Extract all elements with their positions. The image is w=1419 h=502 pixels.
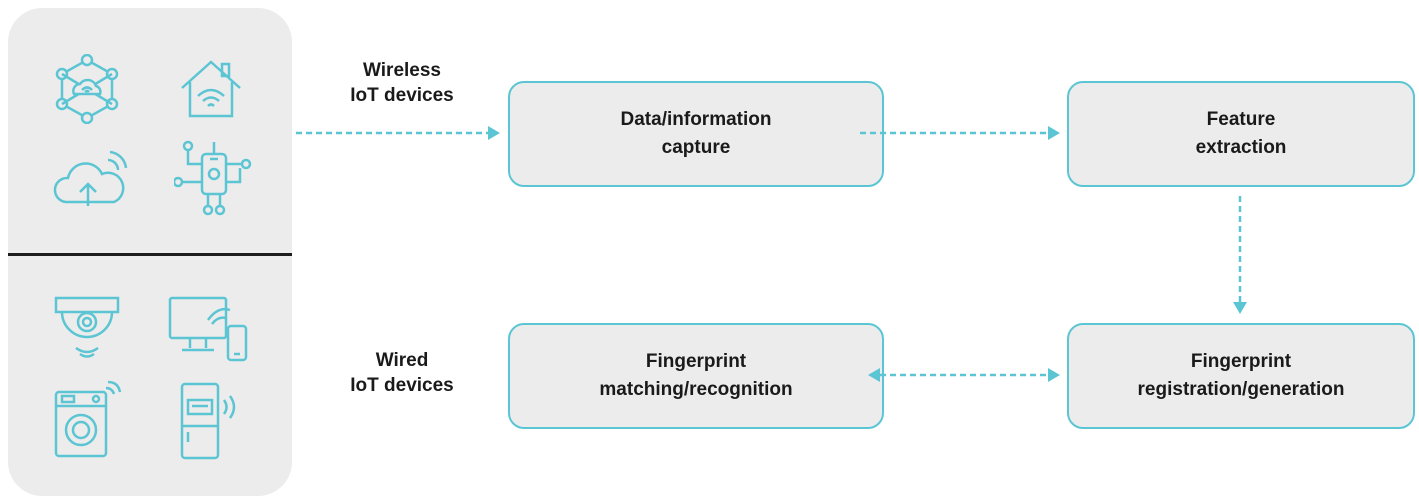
security-camera-icon [52,292,122,370]
arrowhead-registration [1233,302,1247,314]
feature-extraction-label: Feature extraction [1195,109,1287,158]
arrowhead-matching-left [868,368,880,382]
arrowhead-capture [488,126,500,140]
network-cloud-icon [52,54,122,124]
fingerprint-matching-box: Fingerprint matching/recognition [508,323,884,429]
smartphone-network-icon [174,136,254,216]
wireless-devices-label: Wireless IoT devices [350,60,454,106]
wired-devices-label: Wired IoT devices [350,350,454,396]
fingerprint-registration-box: Fingerprint registration/generation [1067,323,1415,429]
fingerprint-registration-label: Fingerprint registration/generation [1137,351,1345,400]
arrowhead-feature [1048,126,1060,140]
smart-home-wifi-icon [178,56,244,122]
monitor-phone-icon [168,292,250,364]
feature-extraction-box: Feature extraction [1067,81,1415,187]
washing-machine-icon [52,378,124,460]
panel-divider [8,253,292,256]
fingerprint-matching-label: Fingerprint matching/recognition [599,351,793,400]
smart-fridge-icon [176,380,248,462]
data-capture-label: Data/information capture [620,109,772,158]
cloud-upload-icon [52,146,132,212]
data-capture-box: Data/information capture [508,81,884,187]
arrowhead-registration-right [1048,368,1060,382]
